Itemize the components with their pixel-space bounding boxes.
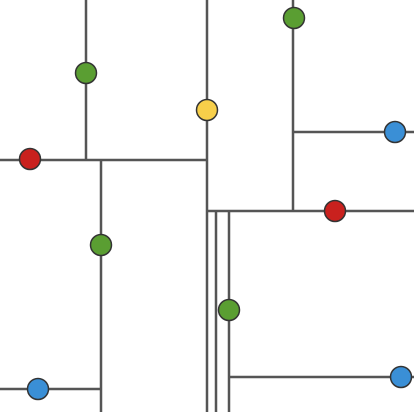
node-red-1[interactable] xyxy=(18,147,42,171)
node-blue-1[interactable] xyxy=(383,120,407,144)
node-red-2[interactable] xyxy=(323,199,347,223)
node-green-3[interactable] xyxy=(89,233,113,257)
node-green-1[interactable] xyxy=(74,61,98,85)
node-yellow-1[interactable] xyxy=(195,98,219,122)
node-blue-2[interactable] xyxy=(26,377,50,401)
node-layer xyxy=(18,6,413,401)
node-blue-3[interactable] xyxy=(389,365,413,389)
node-green-2[interactable] xyxy=(282,6,306,30)
node-green-4[interactable] xyxy=(217,298,241,322)
